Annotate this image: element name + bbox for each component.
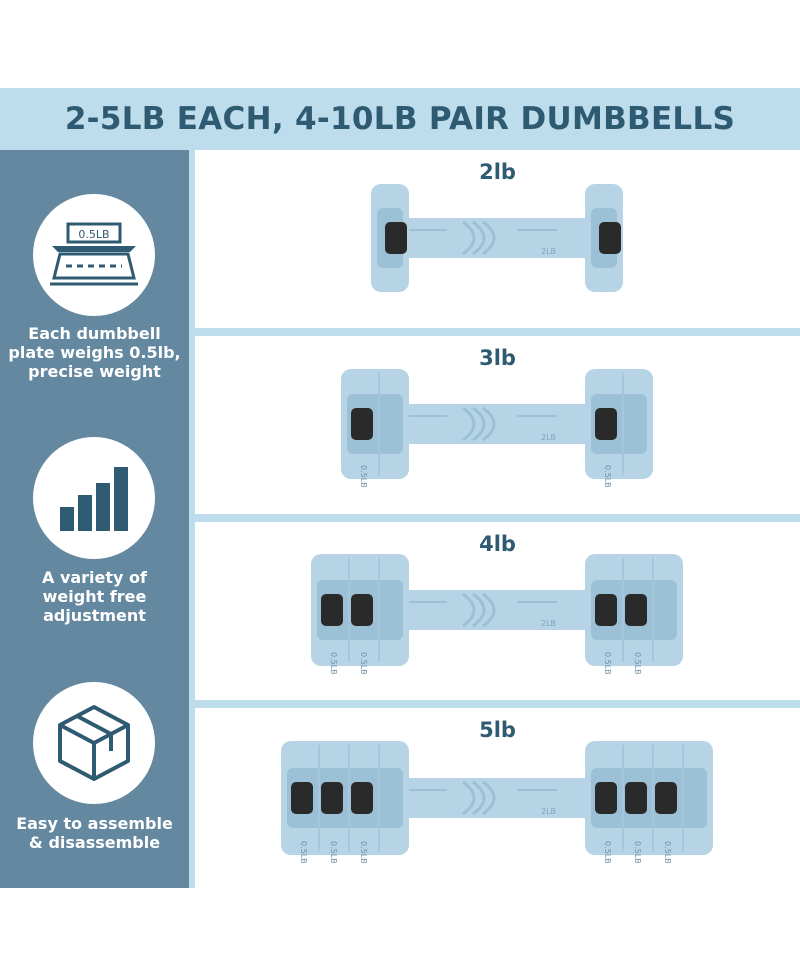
- lock-knob: [351, 782, 373, 814]
- dumbbell-card-4lb: 4lb 2LB 0.5LB 0.5LB 0.5LB 0.5LB: [195, 522, 800, 700]
- lock-knob: [291, 782, 313, 814]
- dumbbell-card-3lb: 3lb 2LB 0.5LB 0.5LB: [195, 336, 800, 514]
- handle-grip-line: [462, 780, 476, 816]
- plate-weight-text: 0.5LB: [359, 652, 368, 675]
- dumbbell-head-core: [287, 768, 403, 828]
- plate-weight-text: 0.5LB: [603, 652, 612, 675]
- lock-knob: [321, 594, 343, 626]
- plate-weight-text: 0.5LB: [633, 652, 642, 675]
- handle-grip-line: [462, 592, 476, 628]
- handle-grip-line: [472, 592, 486, 628]
- lock-knob: [595, 782, 617, 814]
- plate-weight-text: 0.5LB: [359, 841, 368, 864]
- dumbbell-card-5lb: 5lb 2LB 0.5LB 0.5LB 0.5LB 0.5LB 0.5LB 0.5LB: [195, 708, 800, 888]
- handle-grip-line: [462, 220, 476, 256]
- plate-weight-icon: 0.5LB: [50, 222, 138, 286]
- lock-knob: [595, 408, 617, 440]
- cube-icon: [58, 705, 130, 781]
- feature-2-line-1: A variety of: [41, 568, 147, 587]
- dumbbell-head-core: [591, 768, 707, 828]
- plate-weight-icon-text: 0.5LB: [78, 228, 109, 241]
- dumbbell-weight-label: 3lb: [479, 346, 516, 370]
- dumbbell-card-2lb: 2lb 2LB: [195, 150, 800, 328]
- dumbbell-handle: [379, 590, 615, 630]
- lock-knob: [351, 408, 373, 440]
- dumbbell-3lb-image: 2LB 0.5LB 0.5LB: [341, 369, 653, 488]
- plate-weight-text: 0.5LB: [299, 841, 308, 864]
- plate-weight-text: 0.5LB: [663, 841, 672, 864]
- dumbbell-weight-label: 2lb: [479, 160, 516, 184]
- handle-grip-line: [472, 220, 486, 256]
- dumbbell-handle: [379, 778, 615, 818]
- plate-weight-text: 0.5LB: [359, 465, 368, 488]
- features-sidebar: 0.5LB Each dumbbell plate weighs 0.5lb, …: [0, 150, 189, 888]
- dumbbell-weight-label: 4lb: [479, 532, 516, 556]
- plate-weight-text: 0.5LB: [633, 841, 642, 864]
- feature-2-line-3: adjustment: [43, 606, 146, 625]
- lock-knob: [625, 594, 647, 626]
- feature-3-line-1: Easy to assemble: [16, 814, 173, 833]
- handle-weight-text: 2LB: [541, 247, 556, 256]
- dumbbell-5lb-image: 2LB 0.5LB 0.5LB 0.5LB 0.5LB 0.5LB 0.5LB: [281, 741, 713, 864]
- dumbbell-4lb-image: 2LB 0.5LB 0.5LB 0.5LB 0.5LB: [311, 554, 683, 675]
- feature-1-line-3: precise weight: [28, 362, 161, 381]
- handle-grip-line: [482, 406, 496, 442]
- feature-1-line-1: Each dumbbell: [28, 324, 161, 343]
- dumbbell-2lb-image: 2LB: [371, 184, 623, 292]
- feature-1-text: Each dumbbell plate weighs 0.5lb, precis…: [4, 324, 185, 381]
- handle-grip-line: [482, 592, 496, 628]
- plate-weight-text: 0.5LB: [329, 841, 338, 864]
- feature-2-line-2: weight free: [42, 587, 147, 606]
- dumbbell-weight-label: 5lb: [479, 718, 516, 742]
- page-title: 2-5LB EACH, 4-10LB PAIR DUMBBELLS: [64, 101, 736, 137]
- feature-3-line-2: & disassemble: [28, 833, 161, 852]
- feature-1-icon-circle: 0.5LB: [33, 194, 155, 316]
- lock-knob: [595, 594, 617, 626]
- handle-grip-line: [472, 406, 486, 442]
- lock-knob: [385, 222, 407, 254]
- feature-1-line-2: plate weighs 0.5lb,: [8, 343, 181, 362]
- bar-chart-icon: [60, 467, 128, 531]
- lock-knob: [655, 782, 677, 814]
- plate-weight-text: 0.5LB: [329, 652, 338, 675]
- handle-weight-text: 2LB: [541, 807, 556, 816]
- handle-grip-line: [482, 780, 496, 816]
- dumbbell-handle: [379, 404, 615, 444]
- lock-knob: [625, 782, 647, 814]
- lock-knob: [599, 222, 621, 254]
- feature-2-text: A variety of weight free adjustment: [4, 568, 185, 625]
- plate-weight-text: 0.5LB: [603, 841, 612, 864]
- handle-grip-line: [472, 780, 486, 816]
- lock-knob: [351, 594, 373, 626]
- handle-grip-line: [482, 220, 496, 256]
- plate-weight-text: 0.5LB: [603, 465, 612, 488]
- handle-weight-text: 2LB: [541, 433, 556, 442]
- feature-2-icon-circle: [33, 437, 155, 559]
- dumbbell-handle: [379, 218, 615, 258]
- handle-weight-text: 2LB: [541, 619, 556, 628]
- handle-grip-line: [462, 406, 476, 442]
- lock-knob: [321, 782, 343, 814]
- feature-3-text: Easy to assemble & disassemble: [4, 814, 185, 852]
- feature-3-icon-circle: [33, 682, 155, 804]
